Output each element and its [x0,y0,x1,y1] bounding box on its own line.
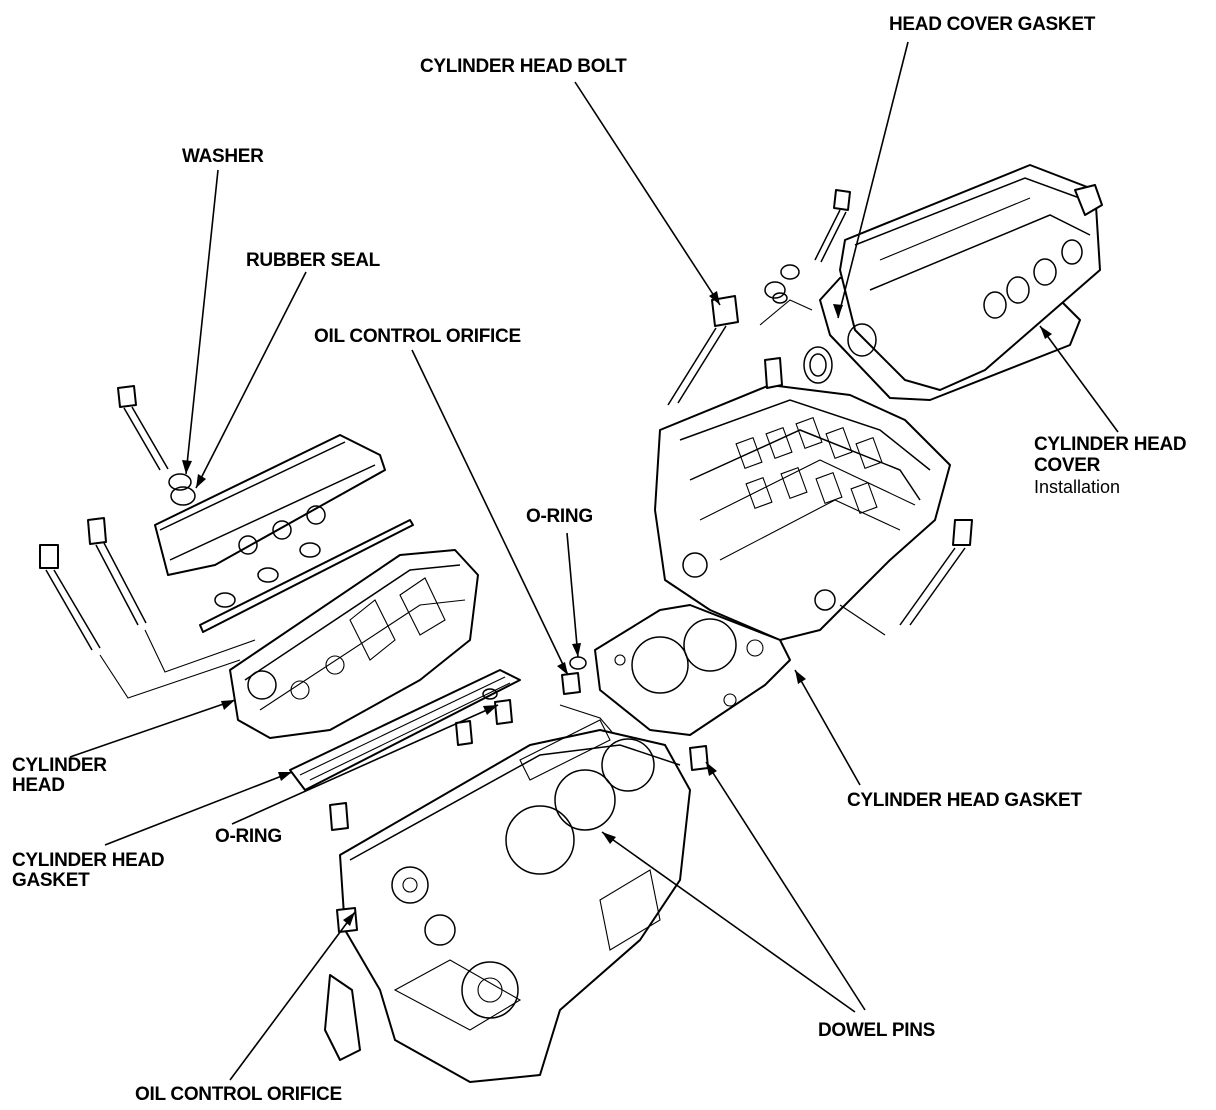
left-cylinder-head-cover [154,434,386,576]
left-cylinder-head-gasket [289,669,521,791]
right-cylinder-head [654,346,951,641]
label-cylinder-head-gasket-left-line2: GASKET [12,870,90,891]
label-cylinder-head-cover-note: Installation [1034,477,1121,497]
label-rubber-seal: RUBBER SEAL [246,250,380,271]
label-dowel-pins: DOWEL PINS [818,1020,935,1041]
label-cylinder-head-cover-line1: CYLINDER HEAD [1034,434,1187,455]
small-parts [329,656,709,933]
label-oil-control-orifice-top: OIL CONTROL ORIFICE [314,326,521,347]
right-cylinder-head-cover [839,164,1103,391]
label-washer: WASHER [182,146,264,167]
left-head-bolts [39,517,256,699]
right-head-bolts [667,295,973,636]
label-cylinder-head-line1: CYLINDER [12,755,107,776]
label-o-ring-bottom: O-RING [215,826,282,847]
label-cylinder-head-bolt: CYLINDER HEAD BOLT [420,56,627,77]
label-cylinder-head-line2: HEAD [12,775,65,796]
leader-lines [69,41,1119,1081]
label-oil-control-orifice-bottom: OIL CONTROL ORIFICE [135,1084,342,1105]
label-o-ring-top: O-RING [526,506,593,527]
label-cylinder-head-cover-line2: COVER [1034,455,1101,476]
label-cylinder-head-gasket-right: CYLINDER HEAD GASKET [847,790,1082,811]
label-head-cover-gasket: HEAD COVER GASKET [889,14,1096,35]
engine-block [324,719,691,1083]
right-cover-bolts [759,189,851,326]
right-cylinder-head-gasket [594,604,791,736]
left-head-cover-gasket [199,519,414,633]
label-cylinder-head-gasket-left-line1: CYLINDER HEAD [12,850,165,871]
left-cover-bolt [117,385,196,506]
left-cylinder-head [229,549,479,739]
